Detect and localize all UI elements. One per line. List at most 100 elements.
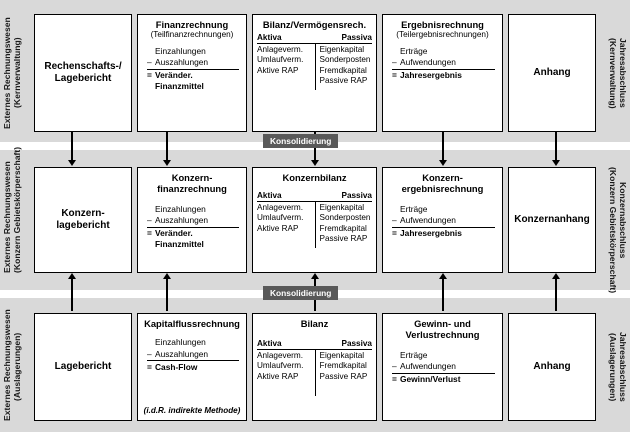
calc-line: Erträge xyxy=(400,45,428,56)
balance-sheet-body: Anlageverm.Umlaufverm.Aktive RAP Eigenka… xyxy=(257,201,373,248)
balance-sheet-item: Fremdkapital xyxy=(319,65,367,75)
connector-arrow-up-5 xyxy=(552,273,560,279)
box-lagebericht[interactable]: Lagebericht xyxy=(34,313,132,421)
box-kapitalflussrechnung-calc: Einzahlungen – Auszahlungen = Cash-Flow xyxy=(147,337,239,373)
box-konzernanhang[interactable]: Konzernanhang xyxy=(508,167,596,273)
box-konzernfinanzrechnung-calc: Einzahlungen – Auszahlungen = Veränder. … xyxy=(147,204,239,251)
connector-line-down-5 xyxy=(555,132,557,162)
calc-sum: = Veränder. Finanzmittel xyxy=(147,68,239,93)
box-bilanz[interactable]: Bilanz Aktiva Passiva Anlageverm.Umlaufv… xyxy=(252,313,377,421)
calc-sum: = Jahresergebnis xyxy=(392,68,495,82)
connector-arrow-down-2 xyxy=(163,160,171,166)
connector-line-up-4 xyxy=(442,279,444,311)
box-finanzrechnung[interactable]: Finanzrechnung (Teilfinanzrechnungen) Ei… xyxy=(137,14,247,132)
calc-line: – Auszahlungen xyxy=(147,348,209,359)
box-anhang-1[interactable]: Anhang xyxy=(508,14,596,132)
balance-sheet-item: Umlaufverm. xyxy=(257,55,304,65)
calc-line: – Aufwendungen xyxy=(392,56,456,67)
row-3-left-label-main: Externes Rechnungswesen xyxy=(2,309,12,421)
box-konzernfinanzrechnung-title: Konzern-finanzrechnung xyxy=(157,172,227,195)
box-rechenschafts-lagebericht-title: Rechenschafts-/Lagebericht xyxy=(44,60,122,85)
row-2-right-label-main: Konzernabschluss xyxy=(618,181,628,259)
aktiva-column: Anlageverm.Umlaufverm.Aktive RAP xyxy=(257,202,315,248)
box-ergebnisrechnung-title: Ergebnisrechnung xyxy=(401,19,484,30)
calc-sum: = Cash-Flow xyxy=(147,360,239,373)
balance-sheet-item: Passive RAP xyxy=(319,76,368,86)
balance-sheet-item: Passive RAP xyxy=(319,371,368,381)
row-2-left-label-main: Externes Rechnungswesen xyxy=(2,161,12,273)
connector-line-down-4 xyxy=(442,132,444,162)
connector-arrow-up-3 xyxy=(311,273,319,279)
box-kapitalflussrechnung-note: (i.d.R. indirekte Methode) xyxy=(143,406,241,415)
row-1-left-label: Externes Rechnungswesen (Kernverwaltung) xyxy=(2,14,24,132)
box-konzernbilanz[interactable]: Konzernbilanz Aktiva Passiva Anlageverm.… xyxy=(252,167,377,273)
calc-line: Erträge xyxy=(400,349,428,360)
balance-sheet-item: Sonderposten xyxy=(319,55,371,65)
balance-sheet-item: Eigenkapital xyxy=(319,44,365,54)
box-finanzrechnung-title: Finanzrechnung xyxy=(155,19,229,30)
box-anhang-1-title: Anhang xyxy=(533,66,571,78)
balance-sheet-body: Anlageverm.Umlaufverm.Aktive RAP Eigenka… xyxy=(257,349,373,396)
connector-line-down-2 xyxy=(166,132,168,162)
box-anhang-3[interactable]: Anhang xyxy=(508,313,596,421)
balance-sheet-item: Fremdkapital xyxy=(319,361,367,371)
calc-sum: = Veränder. Finanzmittel xyxy=(147,226,239,251)
box-gewinn-und-verlustrechnung-calc: Erträge – Aufwendungen = Gewinn/Verlust xyxy=(392,350,495,386)
connector-arrow-up-2 xyxy=(163,273,171,279)
row-3-left-label: Externes Rechnungswesen (Auslagerungen) xyxy=(2,309,24,421)
box-bilanz-vermoegensrechnung[interactable]: Bilanz/Vermögensrech. Aktiva Passiva Anl… xyxy=(252,14,377,132)
box-finanzrechnung-calc: Einzahlungen – Auszahlungen = Veränder. … xyxy=(147,46,239,93)
balance-sheet-item: Aktive RAP xyxy=(257,223,299,233)
connector-line-down-1 xyxy=(71,132,73,162)
konsolidierung-badge-top: Konsolidierung xyxy=(263,134,339,148)
aktiva-header: Aktiva xyxy=(257,33,282,43)
box-kapitalflussrechnung-title: Kapitalflussrechnung xyxy=(144,318,240,329)
box-ergebnisrechnung-subtitle: (Teilergebnisrechnungen) xyxy=(396,30,489,40)
aktiva-header: Aktiva xyxy=(257,339,282,349)
box-konzernlagebericht[interactable]: Konzern-lagebericht xyxy=(34,167,132,273)
balance-sheet-table: Aktiva Passiva Anlageverm.Umlaufverm.Akt… xyxy=(257,339,372,396)
box-finanzrechnung-subtitle: (Teilfinanzrechnungen) xyxy=(150,30,234,40)
konsolidierung-badge-bottom: Konsolidierung xyxy=(263,286,339,300)
calc-sum: = Gewinn/Verlust xyxy=(392,372,495,386)
connector-line-up-5 xyxy=(555,279,557,311)
balance-sheet-item: Umlaufverm. xyxy=(257,213,304,223)
balance-sheet-item: Anlageverm. xyxy=(257,202,303,212)
connector-arrow-down-1 xyxy=(68,160,76,166)
balance-sheet-item: Fremdkapital xyxy=(319,223,367,233)
balance-sheet-item: Anlageverm. xyxy=(257,44,303,54)
connector-arrow-down-4 xyxy=(439,160,447,166)
calc-line: – Aufwendungen xyxy=(392,214,456,225)
calc-line: – Auszahlungen xyxy=(147,214,209,225)
balance-sheet-header: Aktiva Passiva xyxy=(257,191,372,202)
balance-sheet-item: Passive RAP xyxy=(319,234,368,244)
box-rechenschafts-lagebericht[interactable]: Rechenschafts-/Lagebericht xyxy=(34,14,132,132)
box-konzernfinanzrechnung[interactable]: Konzern-finanzrechnung Einzahlungen – Au… xyxy=(137,167,247,273)
box-ergebnisrechnung[interactable]: Ergebnisrechnung (Teilergebnisrechnungen… xyxy=(382,14,503,132)
connector-line-up-2 xyxy=(166,279,168,311)
passiva-header: Passiva xyxy=(341,339,372,349)
row-3-right-label-sub: (Auslagerungen) xyxy=(607,332,618,402)
calc-line: Erträge xyxy=(400,203,428,214)
box-anhang-3-title: Anhang xyxy=(533,360,571,372)
row-1-left-label-main: Externes Rechnungswesen xyxy=(2,17,12,129)
calc-line: – Auszahlungen xyxy=(147,56,209,67)
box-bilanz-vermoegensrechnung-title: Bilanz/Vermögensrech. xyxy=(262,19,367,30)
balance-sheet-header: Aktiva Passiva xyxy=(257,339,372,350)
box-konzernergebnisrechnung[interactable]: Konzern-ergebnisrechnung Erträge – Aufwe… xyxy=(382,167,503,273)
box-konzernergebnisrechnung-title: Konzern-ergebnisrechnung xyxy=(401,172,484,195)
box-kapitalflussrechnung[interactable]: Kapitalflussrechnung Einzahlungen – Ausz… xyxy=(137,313,247,421)
balance-sheet-item: Aktive RAP xyxy=(257,65,299,75)
row-1-left-label-sub: (Kernverwaltung) xyxy=(12,37,23,109)
row-3-left-label-sub: (Auslagerungen) xyxy=(12,332,23,402)
aktiva-header: Aktiva xyxy=(257,191,282,201)
balance-sheet-table: Aktiva Passiva Anlageverm.Umlaufverm.Akt… xyxy=(257,191,372,248)
aktiva-column: Anlageverm.Umlaufverm.Aktive RAP xyxy=(257,350,315,396)
box-ergebnisrechnung-calc: Erträge – Aufwendungen = Jahresergebnis xyxy=(392,46,495,82)
